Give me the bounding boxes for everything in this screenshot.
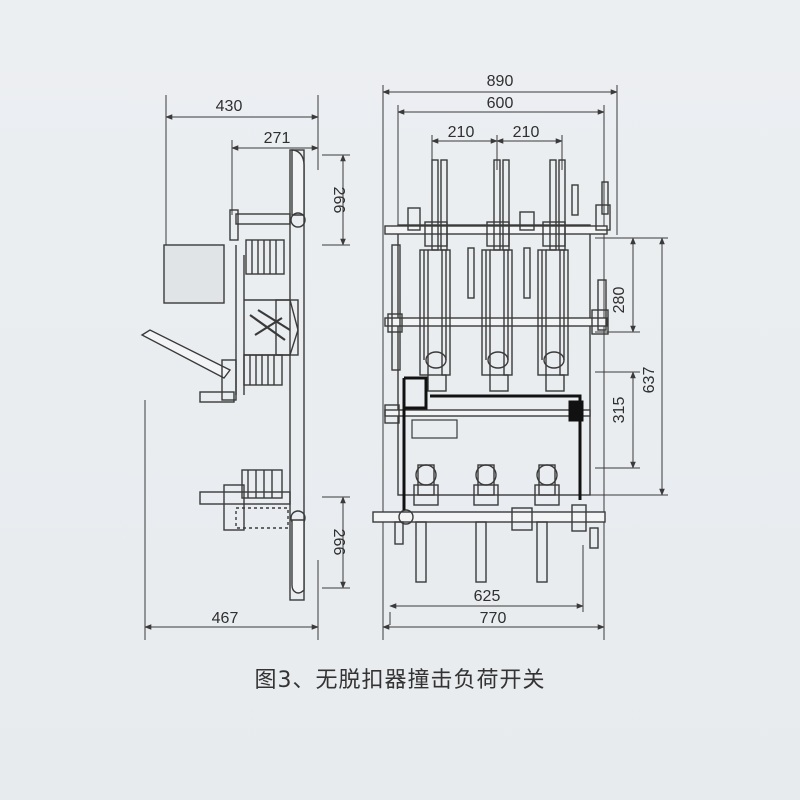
- dim-side-lower-height: 266: [330, 529, 347, 556]
- dim-front-height-total: 637: [641, 367, 658, 394]
- striker-box: [411, 419, 458, 439]
- dim-front-pitch-left: 210: [448, 124, 475, 141]
- dim-front-pitch-right: 210: [513, 124, 540, 141]
- figure-caption: 图3、无脱扣器撞击负荷开关: [254, 668, 546, 693]
- front-view: [372, 85, 668, 640]
- side-view: [140, 95, 350, 640]
- dim-front-bottom-inner: 625: [474, 588, 501, 605]
- striker-frame: [402, 376, 584, 510]
- dim-side-top-width: 430: [216, 98, 243, 115]
- dim-front-bottom-outer: 770: [480, 610, 507, 627]
- dim-side-upper-height: 266: [330, 187, 347, 214]
- dim-front-height-mid: 315: [611, 397, 628, 424]
- dim-side-bottom-width: 467: [212, 610, 239, 627]
- dim-side-inner-width: 271: [264, 130, 291, 147]
- dim-front-frame-width: 600: [487, 95, 514, 112]
- dim-front-height-upper: 280: [611, 287, 628, 314]
- dim-front-overall-width: 890: [487, 73, 514, 90]
